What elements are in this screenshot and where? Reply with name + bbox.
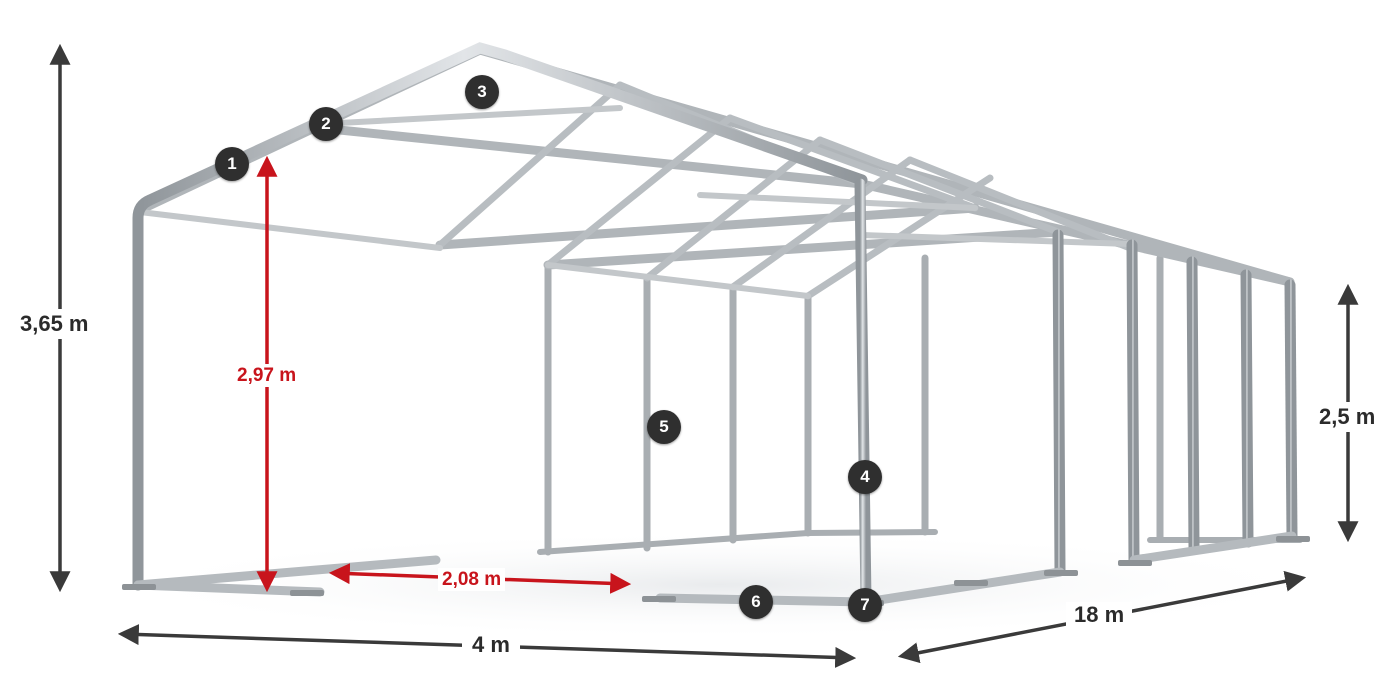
marker-4: 4: [848, 460, 882, 494]
tie-beams: [137, 105, 1133, 299]
marker-6: 6: [739, 585, 773, 619]
marker-1: 1: [215, 147, 249, 181]
marker-5: 5: [647, 410, 681, 444]
height-side-label: 2,5 m: [1317, 402, 1378, 432]
floor-shadow: [100, 530, 1340, 640]
length-label: 18 m: [1066, 602, 1133, 628]
back-posts: [544, 254, 1164, 556]
width-label: 4 m: [462, 632, 520, 658]
height-inner-label: 2,97 m: [233, 364, 301, 387]
front-posts: [294, 112, 1298, 604]
marker-3: 3: [465, 75, 499, 109]
door-width-label: 2,08 m: [438, 568, 506, 591]
height-total-label: 3,65 m: [18, 309, 91, 339]
marker-2: 2: [309, 107, 343, 141]
rafters: [436, 81, 1134, 300]
front-gable: [132, 42, 872, 606]
marker-7: 7: [848, 588, 882, 622]
